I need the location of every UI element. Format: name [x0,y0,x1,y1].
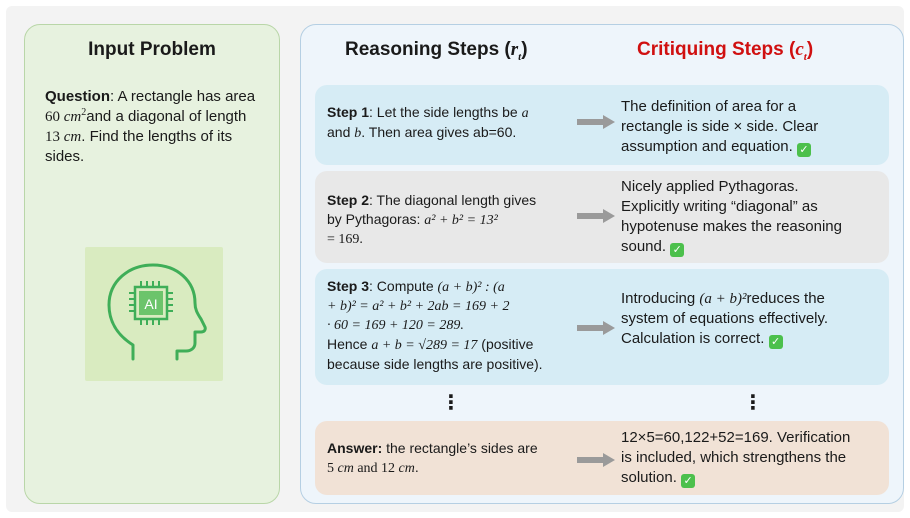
check-mark-icon: ✓ [768,335,783,349]
check-mark-icon: ✓ [796,143,811,157]
step-3-critique: Introducing (a + b)²reduces the system o… [621,290,829,349]
step-3-reasoning: Step 3: Compute (a + b)² : (a + b)² = a²… [327,278,543,372]
steps-panel: Reasoning Steps (rt) Critiquing Steps (c… [300,24,904,504]
arrow-icon [577,321,615,335]
arrow-icon [577,115,615,129]
step-3-row: Step 3: Compute (a + b)² : (a + b)² = a²… [315,269,889,385]
ai-head-illustration: AI [85,247,223,381]
reasoning-steps-header: Reasoning Steps (rt) [345,39,528,63]
answer-row: Answer: the rectangle’s sides are 5 cm a… [315,421,889,495]
answer-reasoning: Answer: the rectangle’s sides are 5 cm a… [327,440,538,476]
reasoning-ellipsis: ⋮ [441,392,461,414]
step-1-row: Step 1: Let the side lengths be a and b.… [315,85,889,165]
step-1-critique: The definition of area for a rectangle i… [621,98,819,157]
ai-head-icon: AI [107,263,207,361]
step-2-reasoning: Step 2: The diagonal length gives by Pyt… [327,192,537,247]
input-problem-panel: Input Problem Question: A rectangle has … [24,24,280,504]
svg-text:AI: AI [144,296,157,312]
check-mark-icon: ✓ [670,243,685,257]
answer-critique: 12×5=60,122+52=169. Verification is incl… [621,429,851,488]
step-2-row: Step 2: The diagonal length gives by Pyt… [315,171,889,263]
step-1-reasoning: Step 1: Let the side lengths be a and b.… [327,104,529,141]
question-text: Question: A rectangle has area 60 cm2and… [45,88,256,165]
critiquing-steps-header: Critiquing Steps (ct) [637,39,814,63]
step-2-critique: Nicely applied Pythagoras. Explicitly wr… [621,178,842,257]
check-mark-icon: ✓ [681,474,696,488]
critique-ellipsis: ⋮ [743,392,763,414]
question-label: Question [45,88,111,105]
input-problem-title: Input Problem [88,39,216,60]
arrow-icon [577,453,615,467]
arrow-icon [577,209,615,223]
